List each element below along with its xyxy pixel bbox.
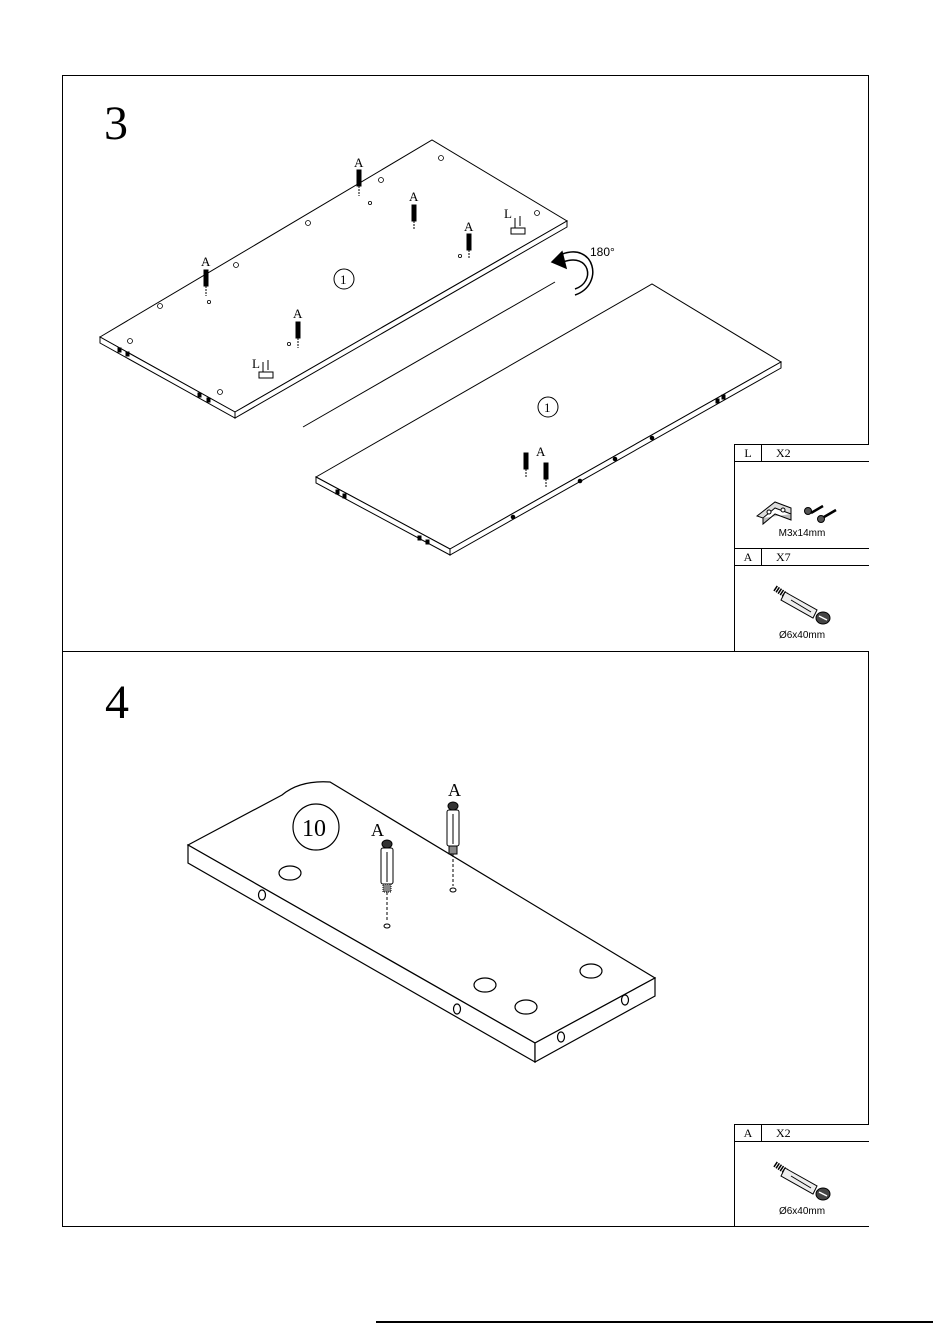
dowel-label: A [371,820,384,840]
dowel-label: A [448,780,461,800]
cam-dowel-icon [735,1152,870,1212]
hardware-size: Ø6x40mm [735,1206,869,1217]
hardware-letter: A [735,1125,762,1141]
hardware-box-A: A X2 Ø6x40mm [734,1124,869,1227]
panel-10 [188,782,655,1062]
part-number: 10 [302,816,326,842]
hardware-quantity: X2 [762,1125,791,1141]
page-bottom-rule [376,1321,933,1323]
